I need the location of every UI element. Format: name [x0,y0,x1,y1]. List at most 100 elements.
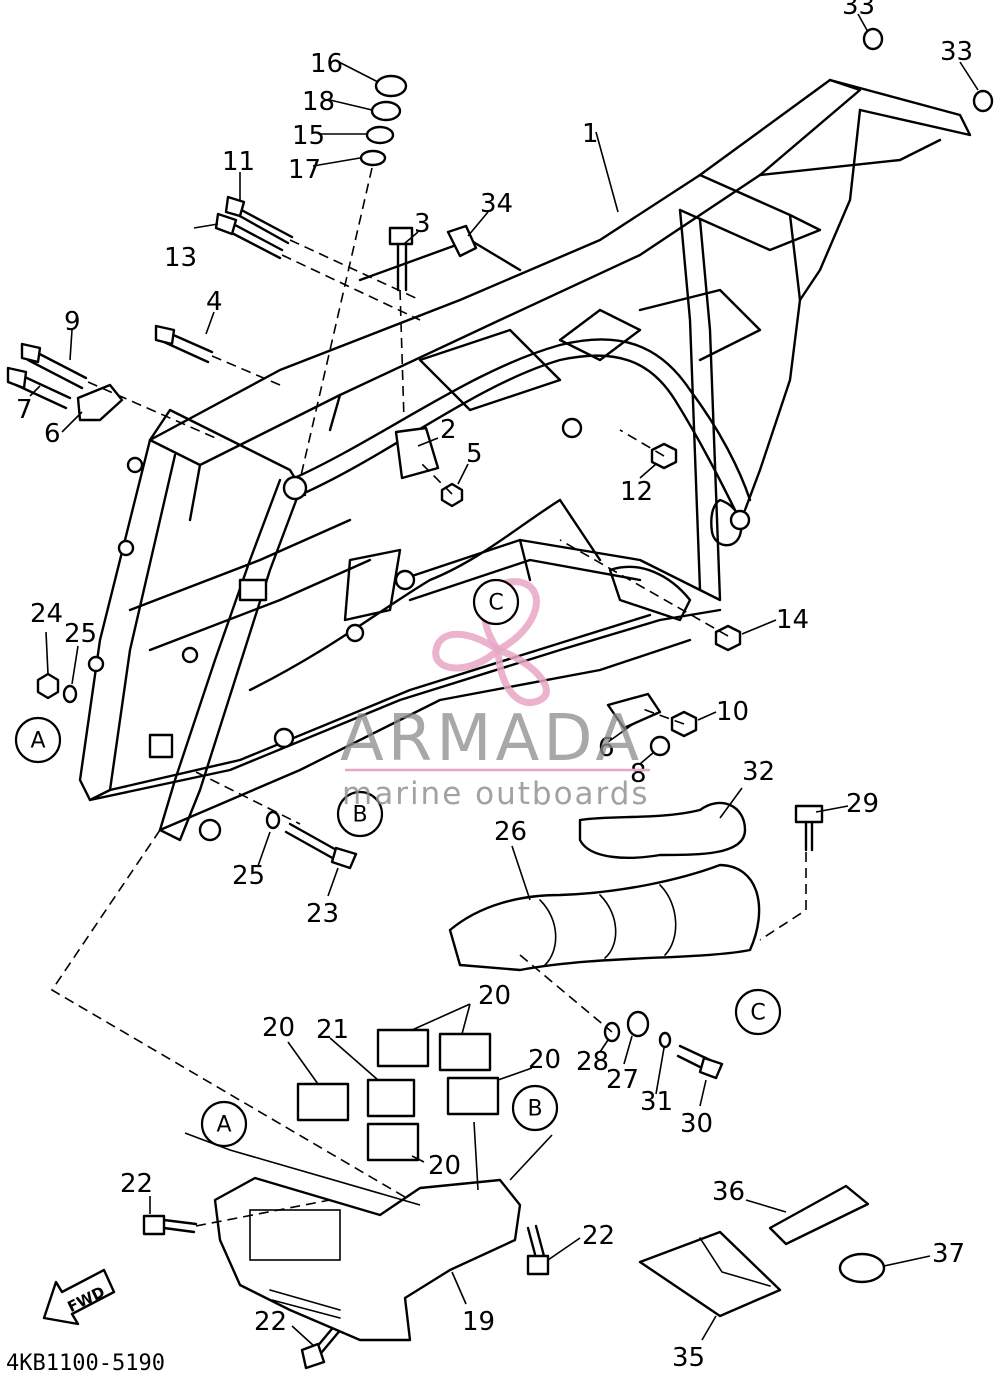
callout-10: 10 [716,697,749,727]
callout-18: 18 [302,87,335,117]
callout-8: 8 [630,759,647,789]
svg-text:C: C [750,1001,765,1026]
damper-20-e [366,1122,420,1162]
callout-11: 11 [222,147,255,177]
protector-32 [578,801,747,859]
callout-33-b: 33 [940,37,973,67]
callout-22-b: 22 [582,1221,615,1251]
bolt-9 [20,342,88,390]
nut-8 [649,735,671,757]
bracket-6-top [76,383,124,422]
tool-bag-35 [638,1230,782,1318]
callout-35: 35 [672,1343,705,1373]
callout-1: 1 [582,119,599,149]
bolt-22-a [142,1214,198,1236]
callout-2: 2 [440,415,457,445]
callout-34: 34 [480,189,513,219]
callout-6-top: 6 [44,419,61,449]
ref-mark-C-guard: C [734,988,782,1036]
svg-text:A: A [30,729,45,754]
callout-20-d: 20 [428,1151,461,1181]
bolt-30 [676,1044,724,1080]
drawing-code: 4KB1100-5190 [6,1351,165,1376]
washer-25-b [265,810,281,830]
washer-31 [658,1031,672,1049]
ref-mark-B-skid: B [511,1084,559,1132]
callout-26: 26 [494,817,527,847]
callout-25-a: 25 [64,619,97,649]
skid-plate-parts [213,1028,522,1342]
bolt-22-b [526,1224,550,1276]
callout-19: 19 [462,1307,495,1337]
guard-26 [448,863,761,972]
guard-parts [448,801,761,972]
frame-assembly [78,78,972,842]
bolt-11 [224,195,294,245]
bracket-6-mid [606,692,662,730]
bolt-3 [388,226,414,292]
collar-27 [626,1010,650,1038]
bolt-23 [284,822,358,870]
ref-mark-A-skid: A [200,1100,248,1148]
bolt-29 [794,804,824,852]
callout-12: 12 [620,477,653,507]
callout-13: 13 [164,243,197,273]
svg-text:C: C [488,591,503,616]
callout-6-mid: 6 [598,733,615,763]
o-ring-37 [838,1252,886,1284]
leader-lines [29,13,979,1347]
callout-7: 7 [16,395,33,425]
bolt-7 [6,366,72,410]
bracket-2 [394,426,440,480]
callout-20-c: 20 [528,1045,561,1075]
callout-37: 37 [932,1239,965,1269]
callout-9: 9 [64,307,81,337]
callout-24: 24 [30,599,63,629]
fwd-arrow-icon: FWD [42,1268,116,1326]
callout-22-a: 22 [120,1169,153,1199]
damper-20-d [446,1076,500,1116]
bolt-13 [214,212,284,260]
callout-14: 14 [776,605,809,635]
callout-25-b: 25 [232,861,265,891]
damper-20-b [376,1028,430,1068]
callout-31: 31 [640,1087,673,1117]
accessory-parts [638,1184,886,1318]
callout-5: 5 [466,439,483,469]
callout-3: 3 [414,209,431,239]
callout-4: 4 [206,287,223,317]
svg-text:A: A [216,1113,231,1138]
callout-33-a: 33 [842,0,875,21]
callout-20-b: 20 [478,981,511,1011]
ref-mark-C-frame: C [472,578,520,626]
cap-33-a [862,27,884,51]
callout-29: 29 [846,789,879,819]
svg-text:B: B [352,803,367,828]
callout-22-c: 22 [254,1307,287,1337]
washer-25-a [62,684,78,704]
callout-32: 32 [742,757,775,787]
damper-20-c [438,1032,492,1072]
callout-15: 15 [292,121,325,151]
clip-34 [446,224,478,258]
callout-30: 30 [680,1109,713,1139]
bolt-4 [154,324,214,364]
grommet-stack [359,74,408,167]
watermark-brand: ARMADA [340,702,643,776]
damper-20-a [296,1082,350,1122]
ref-mark-A-frame: A [14,716,62,764]
strap-36 [768,1184,870,1246]
callout-36: 36 [712,1177,745,1207]
watermark-tagline: marine outboards [342,776,650,812]
damper-21 [366,1078,416,1118]
ref-mark-B-frame: B [336,790,384,838]
callout-16: 16 [310,49,343,79]
callout-17: 17 [288,155,321,185]
cap-33-b [972,89,994,113]
callout-27: 27 [606,1065,639,1095]
callout-21: 21 [316,1015,349,1045]
svg-text:B: B [527,1097,542,1122]
callout-28: 28 [576,1047,609,1077]
callout-20-a: 20 [262,1013,295,1043]
